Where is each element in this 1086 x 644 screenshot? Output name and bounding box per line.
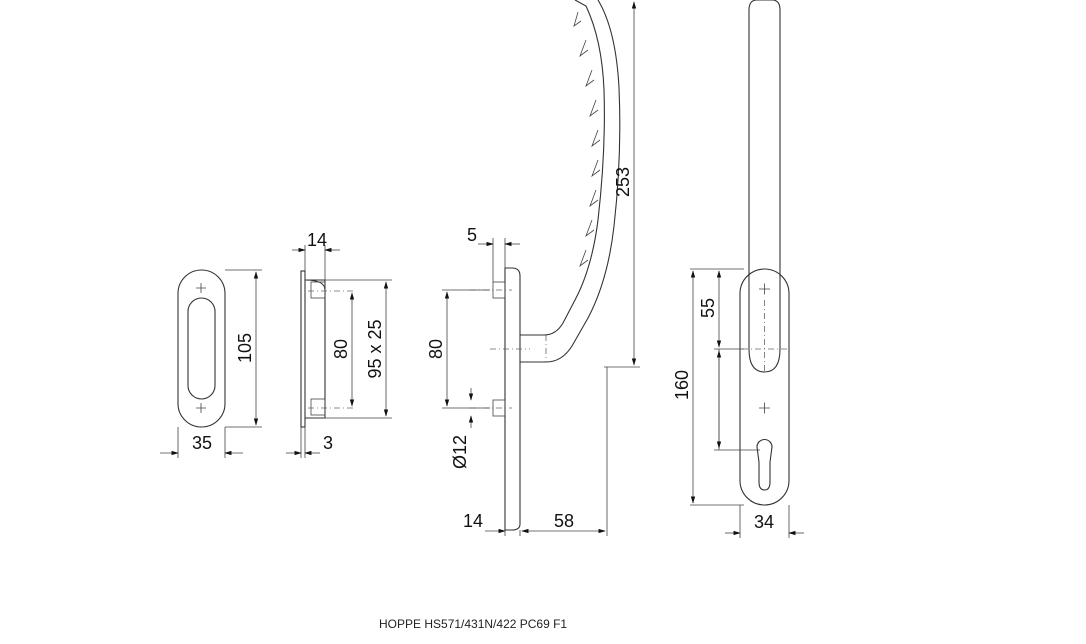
rosette-side-view [286,245,392,458]
dim-inner-80: 80 [331,339,351,359]
dim-spindle-diameter: Ø12 [450,435,470,469]
dim-projection: 58 [554,511,574,531]
dim-offset-5: 5 [467,225,477,245]
dim-handle-length: 253 [613,167,633,197]
handle-side-view [442,0,640,536]
dim-top-to-center: 55 [698,298,718,318]
dim-total-height: 160 [672,370,692,400]
dim-inner-size: 95 x 25 [365,319,385,378]
rosette-front-view [160,269,262,458]
dim-rosette-height: 105 [235,333,255,363]
dim-rosette-width: 35 [192,433,212,453]
dim-plate-thickness: 3 [323,433,333,453]
dim-plate-depth: 14 [463,511,483,531]
handle-front-view [690,0,804,538]
dim-screw-spacing: 80 [426,339,446,359]
product-caption: HOPPE HS571/431N/422 PC69 F1 [379,617,568,631]
dim-plate-width: 34 [754,512,774,532]
dim-top-depth: 14 [307,230,327,250]
